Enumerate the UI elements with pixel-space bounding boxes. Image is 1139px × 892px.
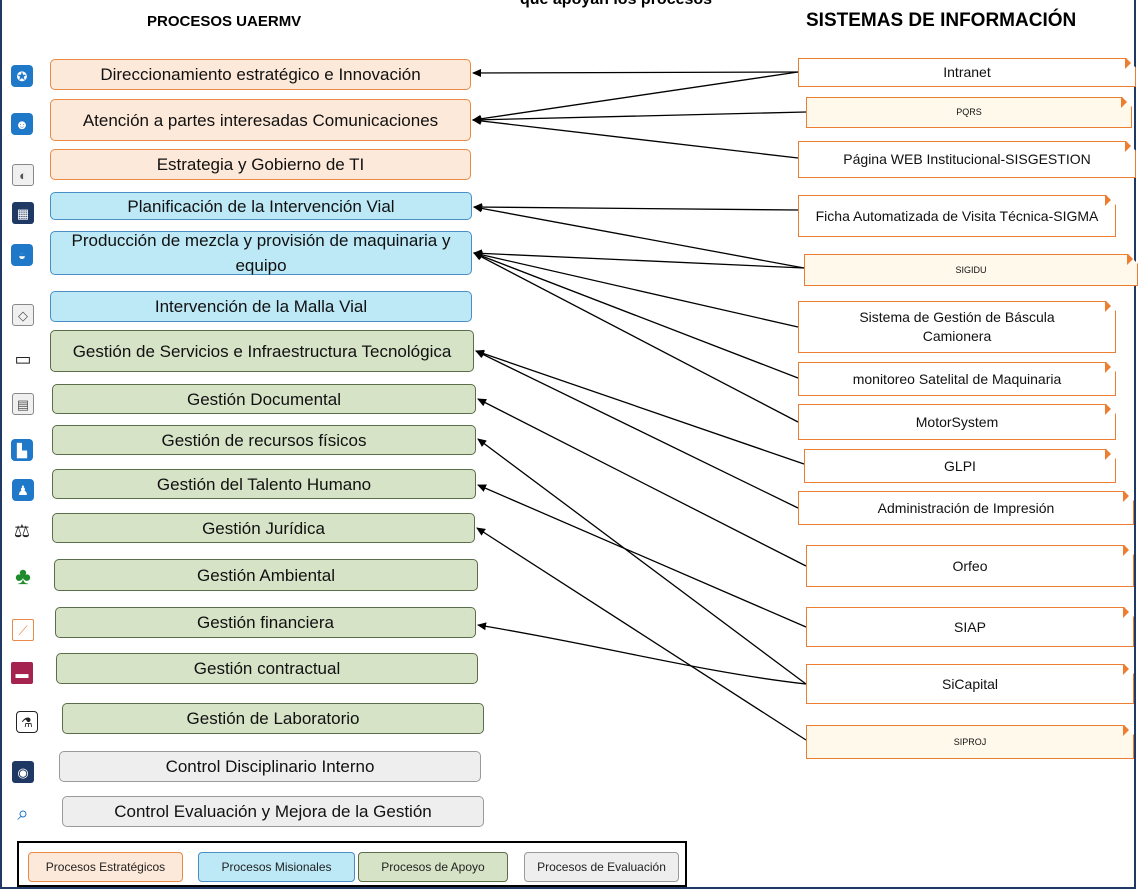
process-estrategia-ti[interactable]: Estrategia y Gobierno de TI — [50, 149, 471, 180]
system-orfeo[interactable]: Orfeo — [806, 545, 1134, 587]
link-intranet-direccionamiento — [472, 68, 799, 77]
eye-icon: ◉ — [12, 761, 34, 783]
process-intervencion[interactable]: Intervención de la Malla Vial — [50, 291, 472, 322]
link-impresion-servicios — [475, 350, 799, 509]
link-siap-talento — [477, 484, 807, 628]
legend-estrategicos: Procesos Estratégicos — [28, 852, 183, 882]
processes-header: PROCESOS UAERMV — [147, 13, 302, 30]
system-monitoreo-satelital[interactable]: monitoreo Satelital de Maquinaria — [798, 362, 1116, 396]
process-produccion[interactable]: Producción de mezcla y provisión de maqu… — [50, 231, 472, 275]
system-ficha-sigma[interactable]: Ficha Automatizada de Visita Técnica-SIG… — [798, 195, 1116, 237]
system-siproj[interactable]: SIPROJ — [806, 725, 1134, 759]
road-icon: ◇ — [12, 304, 34, 326]
system-sicapital[interactable]: SiCapital — [806, 664, 1134, 704]
magnifier-icon: ⌕ — [17, 803, 29, 825]
link-pqrs-atencion — [472, 111, 807, 124]
system-motorsystem[interactable]: MotorSystem — [798, 404, 1116, 440]
link-satelital-produccion — [473, 252, 799, 379]
chart-icon: ⟋ — [12, 619, 34, 641]
process-laboratorio[interactable]: Gestión de Laboratorio — [62, 703, 484, 734]
system-pagina-web[interactable]: Página WEB Institucional-SISGESTION — [798, 141, 1136, 178]
system-administracion-impresion[interactable]: Administración de Impresión — [798, 491, 1134, 525]
link-orfeo-documental — [477, 398, 807, 567]
link-web-atencion — [472, 116, 799, 159]
system-intranet[interactable]: Intranet — [798, 58, 1136, 87]
system-siap[interactable]: SIAP — [806, 607, 1134, 647]
link-glpi-servicios — [475, 349, 805, 465]
truck-icon: ◒ — [11, 244, 33, 266]
link-bascula-produccion — [473, 250, 799, 328]
process-control-disciplinario[interactable]: Control Disciplinario Interno — [59, 751, 481, 782]
process-control-evaluacion[interactable]: Control Evaluación y Mejora de la Gestió… — [62, 796, 484, 827]
link-siproj-juridica — [476, 527, 807, 741]
system-sigidu[interactable]: SIGIDU — [804, 254, 1138, 286]
link-sigidu-planificacion — [473, 204, 805, 269]
process-contractual[interactable]: Gestión contractual — [56, 653, 478, 684]
process-direccionamiento[interactable]: Direccionamiento estratégico e Innovació… — [50, 59, 471, 90]
dial-icon: ◐ — [12, 164, 34, 186]
person-icon: ♟ — [12, 479, 34, 501]
legend: Procesos Estratégicos Procesos Misionale… — [17, 841, 687, 887]
system-glpi[interactable]: GLPI — [804, 449, 1116, 483]
system-bascula[interactable]: Sistema de Gestión de Báscula Camionera — [798, 301, 1116, 353]
system-pqrs[interactable]: PQRS — [806, 97, 1132, 128]
process-documental[interactable]: Gestión Documental — [52, 384, 476, 414]
flask-icon: ⚗ — [16, 711, 38, 733]
process-ambiental[interactable]: Gestión Ambiental — [54, 559, 478, 591]
link-sigidu-produccion — [473, 249, 805, 269]
diagram-title-partial: que apoyan los procesos — [520, 0, 712, 9]
process-talento-humano[interactable]: Gestión del Talento Humano — [52, 469, 476, 499]
planning-icon: ▦ — [12, 202, 34, 224]
legend-evaluacion: Procesos de Evaluación — [524, 852, 679, 882]
link-motorsystem-produccion — [473, 252, 799, 423]
compass-icon: ✪ — [11, 65, 33, 87]
process-financiera[interactable]: Gestión financiera — [55, 607, 476, 638]
process-recursos-fisicos[interactable]: Gestión de recursos físicos — [52, 425, 476, 455]
computer-icon: ▭ — [14, 349, 32, 369]
process-atencion[interactable]: Atención a partes interesadas Comunicaci… — [50, 99, 471, 141]
document-icon: ▤ — [12, 393, 34, 415]
link-sigma-planificacion — [473, 203, 799, 212]
link-sicapital-recursos — [477, 438, 807, 685]
people-icon: ☻ — [11, 113, 33, 135]
legend-apoyo: Procesos de Apoyo — [358, 852, 508, 882]
factory-icon: ▙ — [11, 439, 33, 461]
link-intranet-atencion — [472, 71, 799, 123]
link-sicapital-financiera — [477, 622, 807, 685]
briefcase-icon: ▬ — [11, 662, 33, 684]
legend-misionales: Procesos Misionales — [198, 852, 355, 882]
process-planificacion[interactable]: Planificación de la Intervención Vial — [50, 192, 472, 220]
process-juridica[interactable]: Gestión Jurídica — [52, 513, 475, 543]
tree-icon: ♣ — [15, 563, 31, 590]
systems-header: SISTEMAS DE INFORMACIÓN — [806, 10, 1077, 31]
process-servicios-infraestructura[interactable]: Gestión de Servicios e Infraestructura T… — [50, 330, 474, 372]
scales-icon: ⚖ — [13, 521, 31, 541]
